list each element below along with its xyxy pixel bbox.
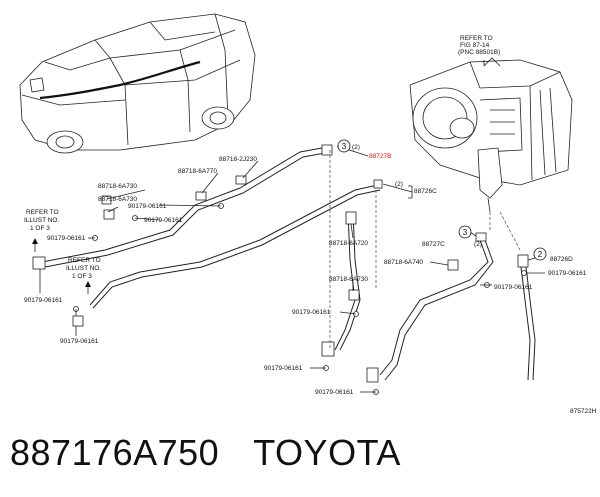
svg-text:(2): (2): [474, 241, 482, 248]
vehicle-illustration: [19, 13, 256, 154]
svg-text:90179-06161: 90179-06161: [292, 309, 331, 316]
part-number: 887176A750: [10, 432, 220, 473]
svg-text:90179-06161: 90179-06161: [128, 203, 167, 210]
svg-text:88718-6A730: 88718-6A730: [98, 196, 137, 203]
drain-hose-right: [379, 239, 494, 381]
refer-arrows: [32, 238, 91, 294]
svg-text:(PNC 88501B): (PNC 88501B): [458, 49, 500, 56]
drain-hose-left: [41, 147, 326, 268]
svg-text:90179-06161: 90179-06161: [144, 217, 183, 224]
svg-text:1 OF 3: 1 OF 3: [30, 225, 50, 232]
part-labels: (2) 88727B (2) 88726C 88727C (2) 88726D …: [24, 35, 597, 415]
svg-text:88718-6A730: 88718-6A730: [98, 183, 137, 190]
svg-text:90179-06161: 90179-06161: [24, 297, 63, 304]
svg-text:88726C: 88726C: [414, 188, 437, 195]
svg-text:88718-2J230: 88718-2J230: [219, 156, 257, 163]
svg-text:(2): (2): [352, 144, 360, 151]
heater-unit: [409, 57, 573, 213]
svg-text:1 OF 3: 1 OF 3: [72, 273, 92, 280]
svg-text:REFER TO: REFER TO: [68, 257, 101, 264]
svg-text:3: 3: [342, 142, 347, 151]
svg-text:90179-06161: 90179-06161: [548, 270, 587, 277]
drain-hose-far-right: [519, 259, 536, 381]
svg-text:88718-6A720: 88718-6A720: [329, 240, 368, 247]
svg-text:90179-06161: 90179-06161: [47, 235, 86, 242]
callout-circle-2: 2: [533, 247, 547, 261]
svg-text:88727C: 88727C: [422, 241, 445, 248]
svg-text:REFER TO: REFER TO: [26, 209, 59, 216]
clamps: [32, 144, 529, 395]
svg-text:(2): (2): [395, 181, 403, 188]
svg-text:88718-6A770: 88718-6A770: [178, 168, 217, 175]
svg-text:3: 3: [463, 228, 468, 237]
svg-text:ILLUST NO.: ILLUST NO.: [24, 217, 59, 224]
svg-text:88718-6A730: 88718-6A730: [329, 276, 368, 283]
highlighted-part-88727B: 88727B: [369, 153, 391, 160]
brand-name: TOYOTA: [253, 432, 401, 473]
svg-text:90179-06161: 90179-06161: [494, 284, 533, 291]
svg-text:90179-06161: 90179-06161: [264, 365, 303, 372]
callout-circle-3-mid: 3: [458, 225, 472, 239]
footer-caption: 887176A750 TOYOTA: [10, 432, 401, 474]
svg-text:2: 2: [538, 250, 543, 259]
svg-text:90179-06161: 90179-06161: [60, 338, 99, 345]
svg-text:88726D: 88726D: [550, 256, 573, 263]
svg-text:REFER TO: REFER TO: [460, 35, 493, 42]
dashed-lines: [329, 150, 521, 350]
svg-text:ILLUST NO.: ILLUST NO.: [66, 265, 101, 272]
drain-hose-long: [89, 184, 381, 309]
svg-text:88718-6A740: 88718-6A740: [384, 259, 423, 266]
illustration-code: 875722H: [570, 408, 597, 415]
svg-text:FIG 87-14: FIG 87-14: [460, 42, 490, 49]
callout-circle-3-top: 3: [337, 139, 351, 153]
svg-text:90179-06161: 90179-06161: [315, 389, 354, 396]
